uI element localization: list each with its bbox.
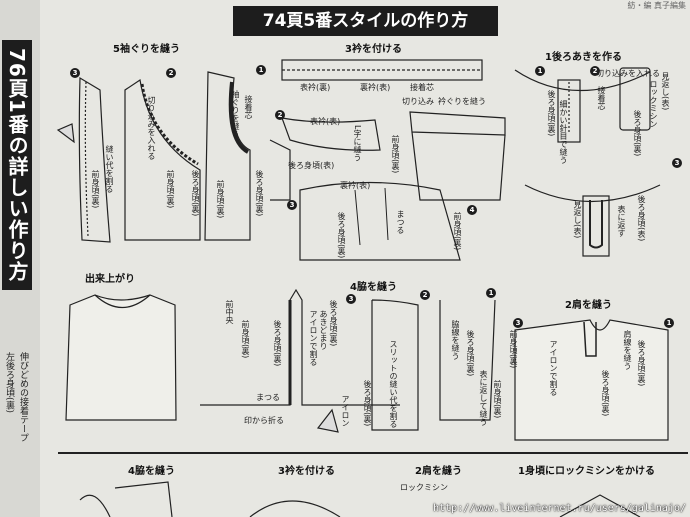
magazine-page	[40, 0, 690, 517]
label-back-bodice: 後ろ身頃(表)	[637, 195, 646, 242]
label-inner-collar: 裏衿(表)	[360, 83, 391, 92]
step-number: 4	[467, 205, 477, 215]
step-1-heading: 1後ろあきを作る	[545, 52, 622, 63]
step-number: 1	[664, 318, 674, 328]
label-sew: 表に返して縫う	[479, 370, 488, 426]
label-turn-out: 表に返す	[617, 205, 626, 237]
step-number: 3	[513, 318, 523, 328]
label-side-seam: 脇線を縫う	[451, 320, 460, 360]
label-front-bodice: 前身頃(裏)	[166, 170, 175, 209]
bottom-step-1-heading: 1身頃にロックミシンをかける	[518, 466, 655, 477]
label-armhole-sew: 袖ぐりを縫う	[231, 90, 240, 138]
label-facing: 見返し(表)	[661, 72, 670, 111]
step-5-heading: 5袖ぐりを縫う	[113, 44, 180, 55]
label-back-bodice: 後ろ身頃(裏)	[191, 170, 200, 217]
label-back-bodice: 後ろ身頃(裏)	[273, 320, 282, 367]
step-number: 3	[287, 200, 297, 210]
bottom-step-4-heading: 4脇を縫う	[128, 466, 175, 477]
label-slipstitch: まつる	[256, 393, 280, 402]
step-number: 2	[420, 290, 430, 300]
label-press-open: アイロンで割る	[549, 340, 558, 396]
page-title: 74頁5番スタイルの作り方	[233, 6, 498, 36]
section-divider	[58, 452, 688, 454]
finished-heading: 出来上がり	[85, 274, 135, 285]
step-4-heading: 4脇を縫う	[350, 282, 397, 293]
step-number: 3	[70, 68, 80, 78]
label-overlock: ロックミシン	[649, 80, 658, 128]
label-shoulder-seam: 肩線を縫う	[623, 330, 632, 370]
step-number: 1	[486, 288, 496, 298]
step-3-heading: 3衿を付ける	[345, 44, 402, 55]
source-watermark: http://www.liveinternet.ru/users/galinaj…	[433, 503, 686, 514]
top-credit: 紡・編 真子編集	[627, 1, 686, 10]
label-notch: 切り込み	[402, 97, 434, 106]
label-outer-collar: 表衿(裏)	[300, 83, 331, 92]
label-fold-from-mark: 印から折る	[244, 416, 284, 425]
left-page-label-2: 伸びどめの接着テープ	[18, 352, 28, 442]
label-front-bodice: 前身頃(裏)	[509, 330, 518, 369]
label-interfacing: 接着芯	[597, 86, 606, 110]
label-slipstitch: まつる	[396, 210, 405, 234]
label-front-center: 前中央	[225, 300, 234, 324]
step-number: 3	[346, 294, 356, 304]
label-back-bodice: 後ろ身頃(裏)	[255, 170, 264, 217]
label-interfacing: 接着芯	[410, 83, 434, 92]
label-press-open: アイロンで割る	[309, 310, 318, 366]
label-opening-end: あきどまり	[319, 310, 328, 350]
label-facing: 見返し(表)	[573, 200, 582, 239]
label-back-bodice: 後ろ身頃(裏)	[363, 380, 372, 427]
label-fine-stitch: 細かい針目で縫う	[559, 100, 568, 164]
label-back-bodice: 後ろ身頃(裏)	[547, 90, 556, 137]
step-number: 1	[535, 66, 545, 76]
left-page-label-1: 左後ろ身頃(裏)	[4, 352, 14, 414]
label-back-bodice: 後ろ身頃(表)	[288, 161, 335, 170]
label-back-bodice: 後ろ身頃(裏)	[637, 340, 646, 387]
label-overlock: ロックミシン	[400, 483, 448, 492]
label-interfacing: 接着芯	[244, 95, 253, 119]
label-back-bodice: 後ろ身頃(裏)	[466, 330, 475, 377]
bottom-step-2-heading: 2肩を縫う	[415, 466, 462, 477]
step-number: 1	[256, 65, 266, 75]
label-front-bodice: 前身頃(裏)	[216, 180, 225, 219]
label-iron: アイロン	[341, 395, 350, 427]
label-back-bodice: 後ろ身頃(裏)	[337, 212, 346, 259]
label-l-shape: L字に縫う	[353, 125, 362, 162]
label-cut: 切り込みを入れる	[596, 69, 660, 78]
step-number: 2	[275, 110, 285, 120]
label-front-bodice: 前身頃(裏)	[91, 170, 100, 209]
label-back-bodice: 後ろ身頃(裏)	[329, 300, 338, 347]
left-page-title: 76頁1番の詳しい作り方	[2, 40, 32, 290]
bottom-step-3-heading: 3衿を付ける	[278, 466, 335, 477]
step-2-heading: 2肩を縫う	[565, 300, 612, 311]
label-seam-allowance: 縫い代を割る	[105, 145, 114, 193]
step-number: 2	[166, 68, 176, 78]
label-back-bodice: 後ろ身頃(裏)	[601, 370, 610, 417]
label-front-bodice: 前身頃(裏)	[391, 135, 400, 174]
label-front-bodice: 前身頃(裏)	[453, 212, 462, 251]
label-cut-notch: 切り込みを入れる	[147, 96, 156, 160]
label-inner-collar: 裏衿(表)	[340, 181, 371, 190]
step-number: 3	[672, 158, 682, 168]
label-front-bodice: 前身頃(裏)	[493, 380, 502, 419]
label-back-bodice: 後ろ身頃(裏)	[633, 110, 642, 157]
label-outer-collar-right: 表衿(表)	[310, 117, 341, 126]
left-page-strip: 76頁1番の詳しい作り方 左後ろ身頃(裏) 伸びどめの接着テープ	[0, 0, 40, 517]
label-front-bodice: 前身頃(裏)	[241, 320, 250, 359]
label-slit-allowance: スリットの縫い代を割る	[389, 340, 398, 428]
step-number: 2	[590, 66, 600, 76]
label-neckline-sew: 衿ぐりを縫う	[438, 97, 486, 106]
